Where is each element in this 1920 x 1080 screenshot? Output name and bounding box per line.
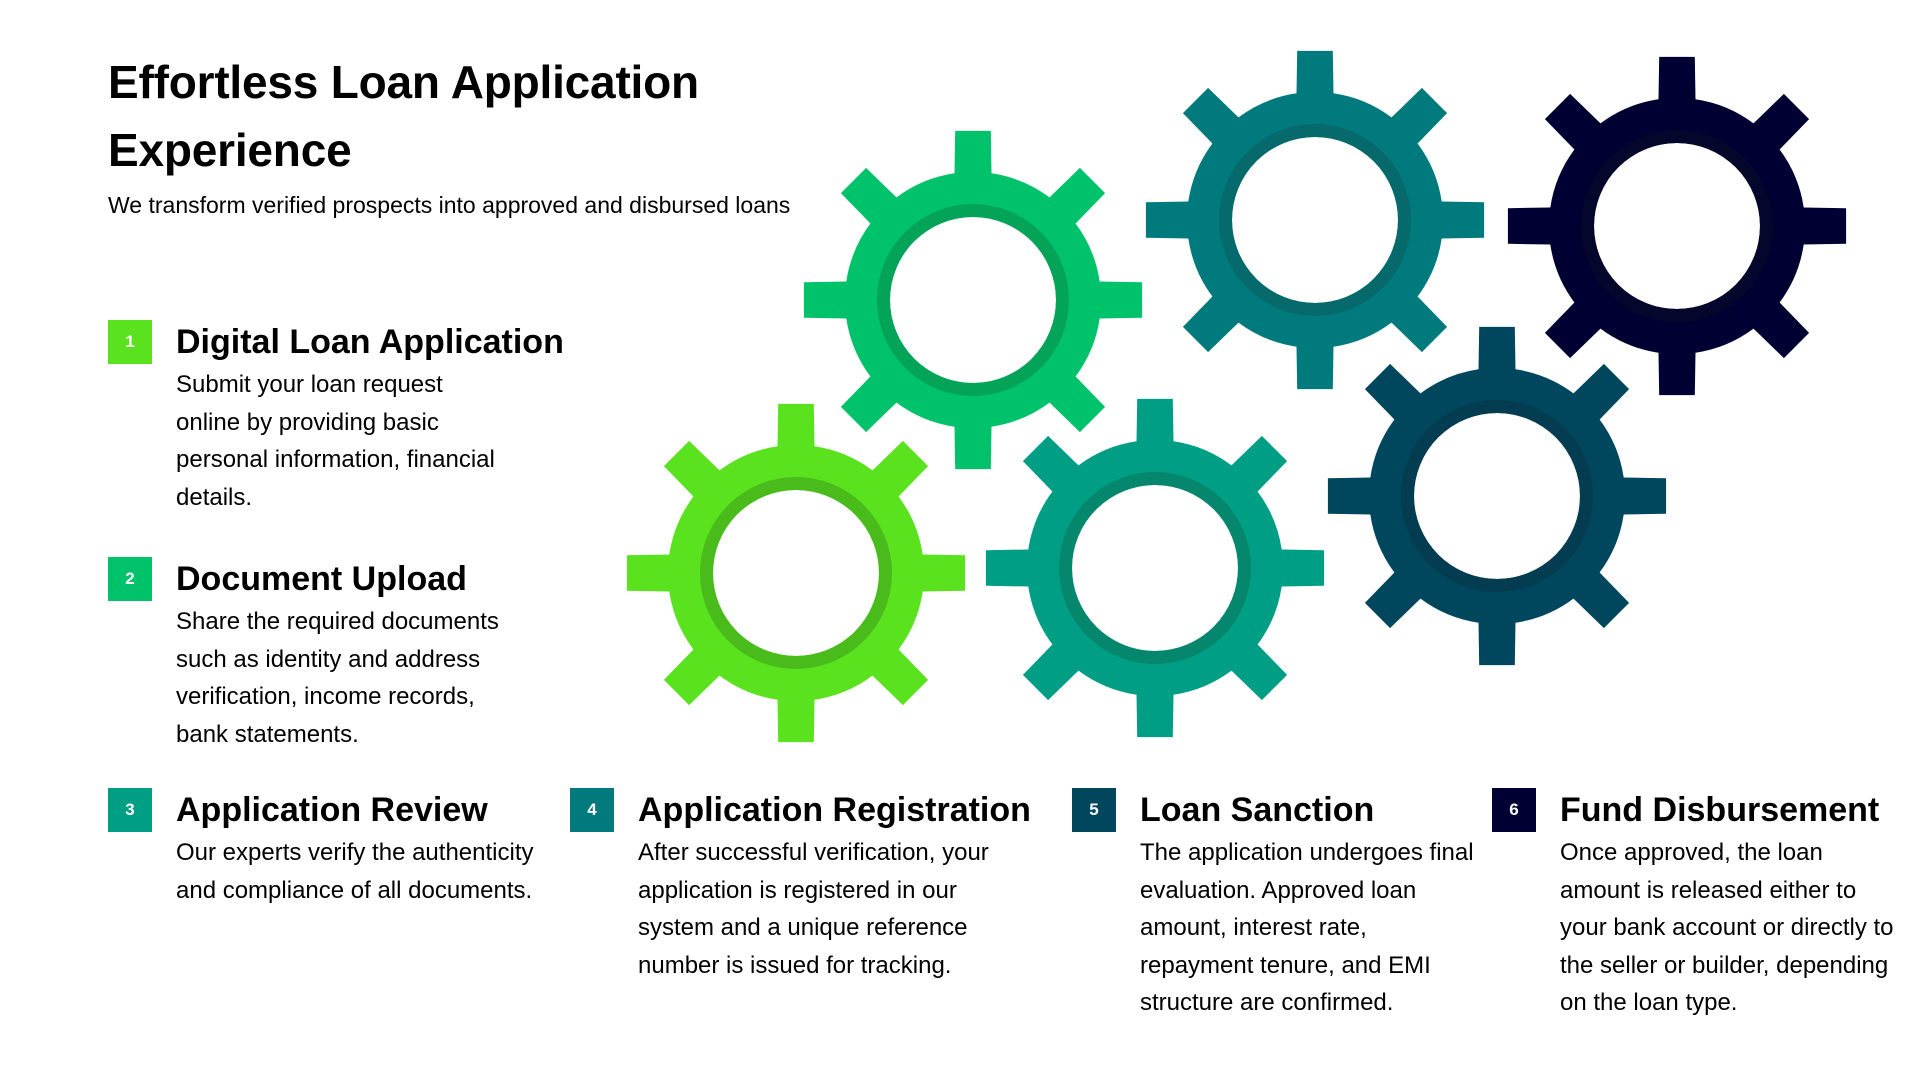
step-description: Share the required documents such as ide… (176, 608, 499, 748)
step-title: Fund Disbursement (1560, 791, 1880, 829)
gear-body (626, 403, 966, 743)
page-subtitle: We transform verified prospects into app… (108, 192, 791, 218)
step-title: Digital Loan Application (176, 323, 564, 361)
gear-icon (1507, 56, 1847, 396)
step-number-badge: 2 (108, 557, 152, 601)
step-description: Our experts verify the authenticity and … (176, 839, 534, 904)
gear-body (1507, 56, 1847, 396)
gear-body (1145, 50, 1485, 390)
step-description: Once approved, the loan amount is releas… (1560, 839, 1894, 1016)
step-title: Application Review (176, 791, 488, 829)
step-number-badge: 4 (570, 788, 614, 832)
gear-inner-ring (877, 204, 1069, 396)
page-title: Effortless Loan Application Experience (108, 56, 699, 176)
gear-body (803, 130, 1143, 470)
step-number-badge: 1 (108, 320, 152, 364)
gear-inner-ring (1401, 400, 1593, 592)
step-description: Submit your loan request online by provi… (176, 371, 495, 511)
step-title: Document Upload (176, 560, 467, 598)
gear-body (985, 398, 1325, 738)
gear-icon (1145, 50, 1485, 390)
gear-inner-ring (700, 477, 892, 669)
gear-inner-ring (1219, 124, 1411, 316)
step-description: After successful verification, your appl… (638, 839, 989, 979)
gear-icon (803, 130, 1143, 470)
step-number-badge: 3 (108, 788, 152, 832)
step-number-badge: 5 (1072, 788, 1116, 832)
gear-inner-ring (1581, 130, 1773, 322)
gear-inner-ring (1059, 472, 1251, 664)
step-title: Application Registration (638, 791, 1031, 829)
step-title: Loan Sanction (1140, 791, 1375, 829)
gear-body (1327, 326, 1667, 666)
step-number-badge: 6 (1492, 788, 1536, 832)
gear-icon (985, 398, 1325, 738)
gear-icon (626, 403, 966, 743)
step-description: The application undergoes final evaluati… (1140, 839, 1474, 1016)
gear-icon (1327, 326, 1667, 666)
